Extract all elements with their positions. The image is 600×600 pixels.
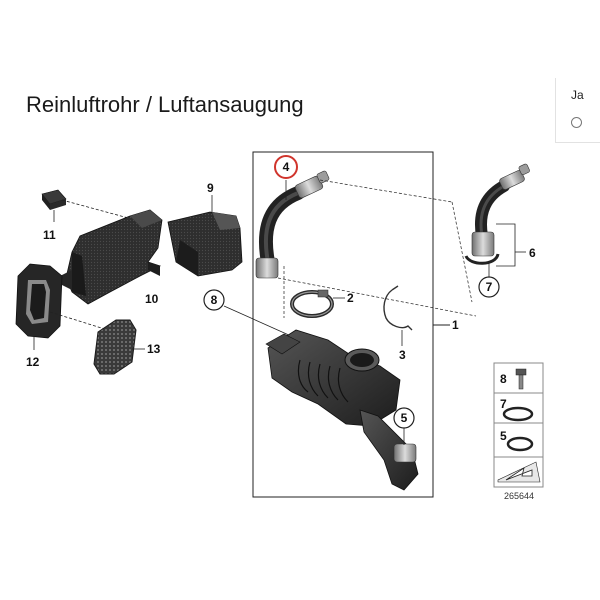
legend-screw-icon	[515, 368, 527, 390]
callout-7-circle[interactable]: 7	[478, 276, 500, 298]
callout-5-circle[interactable]: 5	[393, 407, 415, 429]
callout-4: 4	[283, 160, 290, 174]
part-4-hose	[255, 170, 330, 279]
callout-8: 8	[211, 293, 218, 307]
option-radio[interactable]	[571, 117, 582, 128]
callout-1: 1	[452, 318, 459, 332]
part-2-hose-clamp	[290, 289, 334, 318]
legend-label-oring-small: 5	[500, 429, 507, 443]
legend-oring-small-icon	[506, 436, 534, 452]
legend-label-screw: 8	[500, 372, 507, 386]
callout-13: 13	[147, 342, 161, 356]
callout-3: 3	[399, 348, 406, 362]
callout-7: 7	[486, 280, 493, 294]
callout-4-circle[interactable]: 4	[274, 155, 298, 179]
part-11-clip	[41, 189, 67, 210]
guide-lines	[277, 179, 477, 318]
part-3-wire-clip	[383, 285, 413, 331]
callout-10: 10	[145, 292, 159, 306]
option-label: Ja	[571, 88, 584, 102]
legend-oring-large-icon	[502, 406, 534, 422]
part-12-seal-frame	[15, 263, 63, 339]
part-13-mesh-grille	[93, 319, 137, 375]
callout-12: 12	[26, 355, 40, 369]
part-1-intake-tube	[265, 329, 419, 491]
callout-5: 5	[401, 411, 408, 425]
part-9-inlet-scoop	[167, 211, 243, 277]
part-10-air-duct	[60, 209, 163, 305]
callout-6-bracket	[496, 223, 526, 267]
diagram-number: 265644	[504, 491, 534, 501]
option-panel	[555, 78, 600, 143]
callout-8-circle[interactable]: 8	[203, 289, 225, 311]
callout-9: 9	[207, 181, 214, 195]
callout-6: 6	[529, 246, 536, 260]
assembly-bracket	[252, 151, 450, 498]
legend-arrow-icon	[497, 461, 541, 483]
callout-11: 11	[43, 228, 56, 242]
legend-label-oring-large: 7	[500, 397, 507, 411]
page-title: Reinluftrohr / Luftansaugung	[26, 92, 304, 117]
callout-2: 2	[347, 291, 354, 305]
part-6-hose-with-sleeve	[464, 163, 530, 265]
legend-box	[493, 362, 544, 488]
